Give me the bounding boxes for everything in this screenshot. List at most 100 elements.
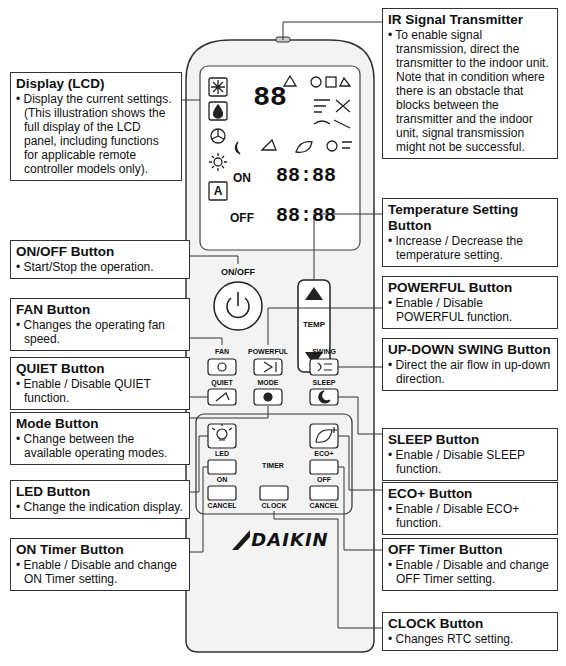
lcd-panel [209, 76, 352, 200]
leader-line [338, 436, 382, 490]
button-label: SLEEP [279, 379, 369, 386]
lcd-panel [314, 100, 330, 112]
button-label: CANCEL [177, 502, 267, 509]
callout-heading: Temperature Setting Button [388, 202, 552, 234]
lcd-panel [200, 66, 360, 250]
callout-box: ON/OFF Button• Start/Stop the operation. [10, 240, 190, 279]
callout-description: Note that in condition where there is an… [388, 70, 552, 154]
button-label: POWERFUL [223, 348, 313, 355]
lcd-digits: 88 [225, 84, 315, 112]
timer-panel [196, 414, 352, 514]
push-buttons [208, 389, 236, 405]
lcd-panel [311, 77, 321, 87]
push-buttons [216, 393, 229, 401]
lcd-panel [336, 100, 350, 112]
lcd-panel [212, 130, 224, 139]
callout-box: IR Signal Transmitter• To enable signal … [382, 8, 558, 159]
lcd-icon-letter: A [173, 185, 263, 197]
timer-panel [196, 414, 352, 514]
brand-logo: DAIKIN [245, 531, 335, 549]
callout-box: Mode Button• Change between the availabl… [10, 412, 190, 465]
lcd-panel [211, 129, 225, 143]
callout-description: • Enable / Disable POWERFUL function. [388, 296, 552, 324]
onoff-button [237, 292, 239, 306]
push-buttons [310, 359, 338, 375]
lcd-panel [214, 158, 222, 166]
lcd-indicator: ON [197, 172, 287, 184]
callout-heading: FAN Button [16, 302, 184, 318]
timer-panel [310, 424, 338, 448]
lcd-panel [314, 120, 350, 128]
temp-rocker [305, 287, 323, 300]
leader-line [268, 308, 382, 345]
leader-line [190, 467, 208, 552]
push-buttons [218, 363, 226, 371]
onoff-button [214, 282, 262, 330]
callout-box: UP-DOWN SWING Button• Direct the air flo… [382, 338, 558, 391]
callout-box: SLEEP Button• Enable / Disable SLEEP fun… [382, 428, 558, 481]
push-buttons [310, 389, 338, 405]
callout-description: • Display the current settings. [16, 92, 176, 106]
callout-box: Temperature Setting Button• Increase / D… [382, 198, 558, 267]
leader-line [274, 511, 382, 628]
onoff-button [214, 282, 262, 330]
button-label: LED [177, 450, 267, 457]
callout-description: • Enable / Disable SLEEP function. [388, 448, 552, 476]
timer-panel [260, 486, 288, 500]
lcd-panel [296, 142, 312, 153]
group-label: TIMER [228, 462, 318, 469]
leader-line [338, 467, 382, 550]
callout-description: • Change the indication display. [16, 500, 184, 514]
lcd-panel [262, 140, 276, 150]
lcd-indicator: OFF [197, 212, 287, 224]
callout-heading: ON Timer Button [16, 542, 184, 558]
timer-panel [217, 429, 227, 439]
callout-heading: LED Button [16, 484, 184, 500]
push-buttons [264, 362, 276, 372]
callout-description: • Enable / Disable and change OFF Timer … [388, 558, 552, 586]
callout-box: FAN Button• Changes the operating fan sp… [10, 298, 190, 351]
button-label: OFF [279, 476, 369, 483]
leader-line [190, 256, 238, 264]
callout-box: OFF Timer Button• Enable / Disable and c… [382, 538, 558, 591]
callout-heading: Display (LCD) [16, 76, 176, 92]
push-buttons [264, 393, 272, 401]
daikin-logo-mark [238, 537, 250, 550]
callout-description: • Change between the available operating… [16, 432, 184, 460]
leader-line [182, 100, 200, 101]
callout-heading: OFF Timer Button [388, 542, 552, 558]
daikin-logo-mark [232, 530, 250, 550]
push-buttons [318, 363, 332, 371]
lcd-panel [200, 66, 360, 250]
push-buttons [319, 391, 330, 403]
callout-heading: ECO+ Button [388, 486, 552, 502]
daikin-logo-mark [232, 530, 250, 550]
leader-line [283, 22, 382, 40]
push-buttons [254, 359, 282, 375]
remote-body [186, 37, 374, 652]
button-label: CLOCK [229, 502, 319, 509]
callout-heading: CLOCK Button [388, 616, 552, 632]
lcd-panel [209, 102, 227, 120]
callout-box: POWERFUL Button• Enable / Disable POWERF… [382, 276, 558, 329]
lcd-panel [340, 78, 350, 86]
callout-heading: QUIET Button [16, 361, 184, 377]
button-label: SWING [279, 348, 369, 355]
button-label: CANCEL [279, 502, 369, 509]
timer-panel [208, 424, 236, 448]
callout-box: ON Timer Button• Enable / Disable and ch… [10, 538, 190, 591]
push-buttons [254, 389, 282, 405]
callout-heading: SLEEP Button [388, 432, 552, 448]
lcd-panel [209, 78, 227, 96]
timer-panel [310, 460, 338, 474]
lcd-panel [342, 142, 352, 148]
callout-description: • Enable / Disable and change ON Timer s… [16, 558, 184, 586]
callout-description: (This illustration shows the full displa… [16, 106, 176, 176]
callout-heading: Mode Button [16, 416, 184, 432]
callout-heading: IR Signal Transmitter [388, 12, 552, 28]
callout-heading: ON/OFF Button [16, 244, 184, 260]
lcd-panel [211, 80, 225, 94]
callout-box: QUIET Button• Enable / Disable QUIET fun… [10, 357, 190, 410]
callout-heading: POWERFUL Button [388, 280, 552, 296]
